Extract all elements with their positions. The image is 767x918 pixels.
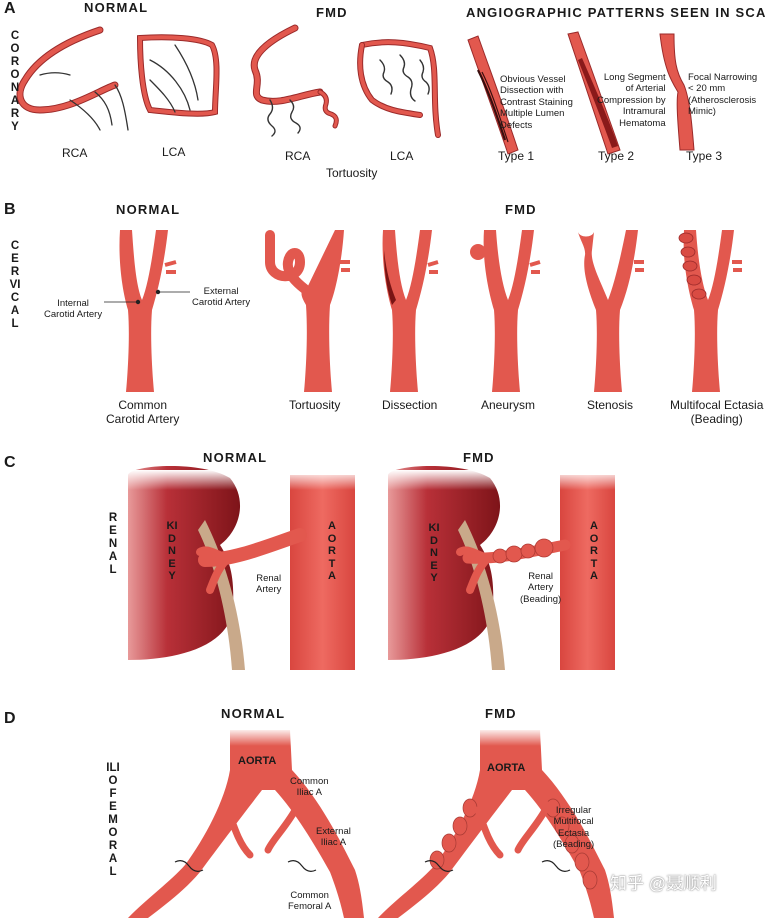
aorta-label-fmd: AORTA: [589, 520, 599, 582]
iliofemoral-normal-heading: NORMAL: [221, 706, 286, 721]
renal-artery-label: Renal Artery: [256, 573, 282, 596]
panel-d-letter: D: [4, 710, 16, 727]
multifocal-ectasia-label: Multifocal Ectasia (Beading): [670, 398, 764, 426]
carotid-aneurysm: [470, 230, 541, 392]
watermark: 知乎 @聂顺利: [610, 874, 717, 893]
scad-type2-vessel: [567, 31, 621, 155]
common-iliac-label: Common Iliac A: [290, 776, 329, 799]
external-iliac-label: External Iliac A: [316, 826, 351, 849]
kidney-label-fmd: KIDNEY: [428, 522, 440, 584]
coronary-normal-rca-label: RCA: [62, 146, 88, 160]
aorta-label-normal: AORTA: [327, 520, 337, 582]
carotid-tortuosity: [265, 230, 350, 392]
panel-b-letter: B: [4, 201, 16, 218]
coronary-normal-heading: NORMAL: [84, 0, 149, 15]
panel-d-side-label: ILIOFEMORAL: [106, 762, 120, 878]
renal-normal-illustration: [120, 465, 365, 670]
carotid-normal: [119, 230, 177, 392]
renal-fmd-heading: FMD: [463, 450, 495, 465]
coronary-fmd-rca: [250, 24, 339, 137]
panel-a-letter: A: [4, 0, 16, 17]
scad-type1-vessel: [467, 35, 519, 155]
scad-type3-description: Focal Narrowing < 20 mm (Atherosclerosis…: [688, 72, 758, 118]
renal-fmd-illustration: [380, 465, 625, 670]
aneurysm-label: Aneurysm: [481, 398, 536, 412]
cervical-leader-lines: [104, 289, 190, 305]
coronary-fmd-lca-label: LCA: [390, 149, 414, 163]
panel-c-letter: C: [4, 454, 16, 471]
carotid-dissection: [382, 230, 439, 392]
aorta-label-iliofemoral-fmd: AORTA: [487, 762, 526, 774]
cervical-normal-heading: NORMAL: [116, 202, 181, 217]
external-carotid-label: External Carotid Artery: [192, 286, 251, 309]
coronary-normal-lca: [136, 34, 220, 117]
internal-carotid-label: Internal Carotid Artery: [44, 298, 103, 321]
iliofemoral-fmd-heading: FMD: [485, 706, 517, 721]
irregular-ectasia-label: Irregular Multifocal Ectasia (Beading): [553, 805, 595, 851]
scad-type1-label: Type 1: [498, 149, 535, 163]
coronary-fmd-heading: FMD: [316, 5, 348, 20]
iliofemoral-normal-illustration: [128, 728, 364, 918]
scad-type3-vessel: [659, 33, 695, 151]
iliofemoral-fmd-illustration: [378, 728, 614, 918]
scad-type3-label: Type 3: [686, 149, 723, 163]
coronary-fmd-rca-label: RCA: [285, 149, 311, 163]
kidney-label-normal: KIDNEY: [166, 520, 178, 582]
carotid-beading: [678, 230, 742, 392]
aorta-label-iliofemoral-normal: AORTA: [238, 755, 277, 767]
coronary-normal-lca-label: LCA: [162, 145, 186, 159]
common-femoral-label: Common Femoral A: [288, 890, 332, 913]
renal-artery-beading-label: Renal Artery (Beading): [520, 571, 562, 605]
carotid-stenosis: [578, 230, 644, 392]
coronary-tortuosity-label: Tortuosity: [326, 166, 378, 180]
renal-normal-heading: NORMAL: [203, 450, 268, 465]
scad-type2-description: Long Segment of Arterial Compression by …: [597, 72, 666, 129]
scad-heading: ANGIOGRAPHIC PATTERNS SEEN IN SCAD: [466, 5, 767, 20]
coronary-normal-rca: [16, 26, 129, 131]
coronary-fmd-lca: [357, 39, 441, 138]
scad-type2-label: Type 2: [598, 149, 635, 163]
tortuosity-label: Tortuosity: [289, 398, 341, 412]
panel-c-side-label: RENAL: [108, 512, 118, 576]
panel-a-side-label: CORONARY: [10, 30, 20, 133]
common-carotid-label: Common Carotid Artery: [106, 398, 180, 426]
cervical-fmd-heading: FMD: [505, 202, 537, 217]
dissection-label: Dissection: [382, 398, 438, 412]
stenosis-label: Stenosis: [587, 398, 634, 412]
panel-b-side-label: CERVICAL: [9, 240, 21, 330]
scad-type1-description: Obvious Vessel Dissection with Contrast …: [500, 74, 573, 131]
